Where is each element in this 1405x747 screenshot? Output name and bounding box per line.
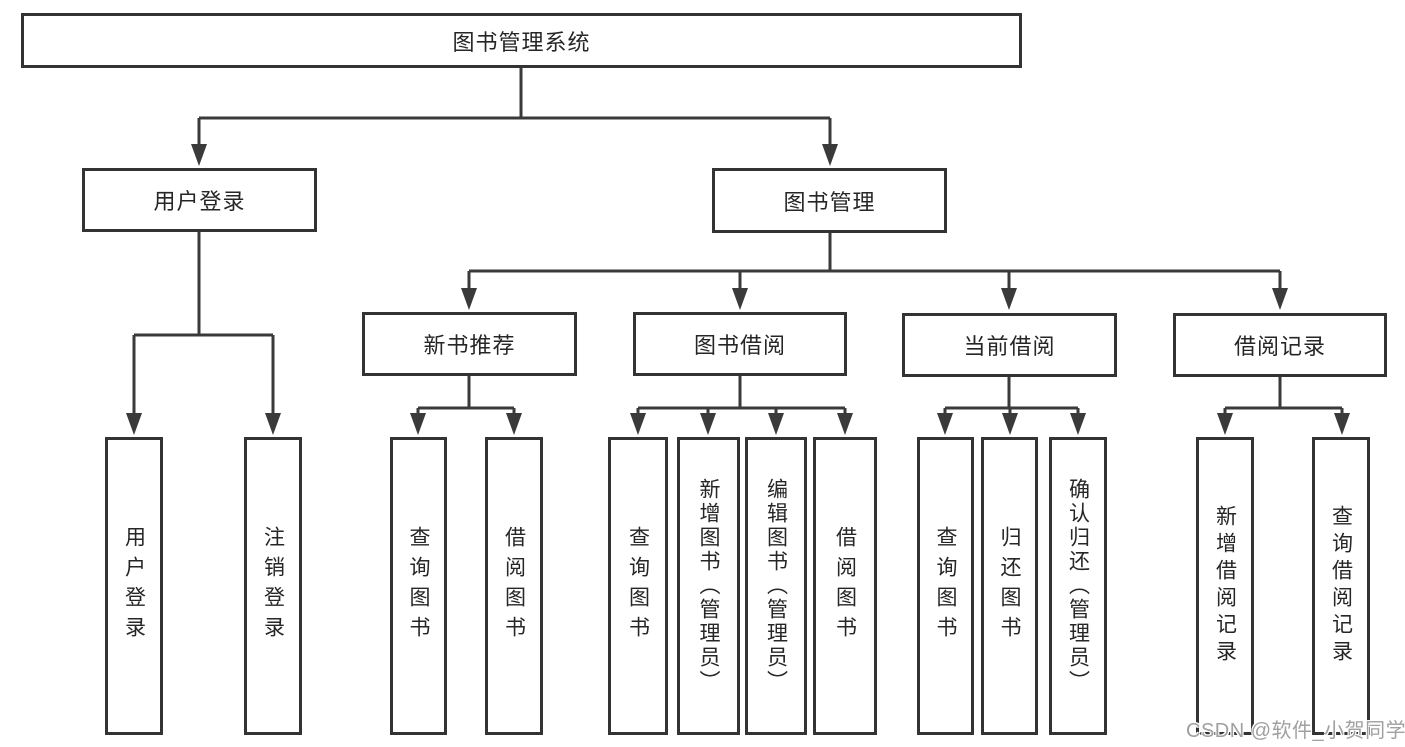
connector-borrow-records (1223, 377, 1344, 420)
arrow-icon (630, 413, 646, 435)
leaf-add-borrow-record: 新增借阅记录 (1196, 437, 1254, 735)
leaf-borrow-books: 借阅图书 (813, 437, 877, 735)
leaf-search-books-current: 查询图书 (917, 437, 974, 735)
node-library-system: 图书管理系统 (21, 13, 1022, 68)
leaf-search-books-borrowing: 查询图书 (608, 437, 668, 735)
connector-root (197, 68, 832, 150)
arrow-icon (1070, 413, 1086, 435)
node-book-borrowing: 图书借阅 (633, 312, 847, 376)
node-user-login: 用户登录 (82, 168, 317, 232)
leaf-user-login: 用户登录 (105, 437, 163, 735)
leaf-confirm-return-admin: 确认归还（管理员） (1049, 437, 1107, 735)
arrow-icon (461, 288, 477, 310)
arrow-icon (768, 413, 784, 435)
connector-book-borrow (636, 376, 847, 420)
csdn-watermark: CSDN @软件_小贺同学 (1186, 720, 1405, 742)
arrow-icon (1002, 413, 1018, 435)
arrow-icon (265, 413, 281, 435)
leaf-edit-book-admin: 编辑图书（管理员） (745, 437, 807, 735)
arrow-icon (126, 413, 142, 435)
leaf-search-borrow-record: 查询借阅记录 (1312, 437, 1370, 735)
arrow-icon (1001, 288, 1017, 310)
arrow-icon (410, 413, 426, 435)
arrow-icon (732, 288, 748, 310)
connector-new-book (416, 376, 516, 420)
node-current-borrowing: 当前借阅 (902, 313, 1117, 377)
arrow-icon (700, 413, 716, 435)
node-book-management: 图书管理 (712, 168, 947, 233)
leaf-logout: 注销登录 (244, 437, 302, 735)
leaf-borrow-books-recommend: 借阅图书 (485, 437, 543, 735)
arrow-icon (1334, 413, 1350, 435)
arrow-icon (506, 413, 522, 435)
node-new-book-recommend: 新书推荐 (362, 312, 577, 376)
leaf-search-books-recommend: 查询图书 (390, 437, 447, 735)
leaf-add-book-admin: 新增图书（管理员） (677, 437, 740, 735)
connector-user-login (132, 232, 275, 420)
arrow-icon (191, 144, 207, 166)
arrow-icon (822, 144, 838, 166)
node-borrow-records: 借阅记录 (1173, 313, 1387, 377)
arrow-icon (1272, 288, 1288, 310)
arrow-icon (937, 413, 953, 435)
arrow-icon (837, 413, 853, 435)
arrowheads (126, 144, 1350, 435)
arrow-icon (1217, 413, 1233, 435)
leaf-return-books: 归还图书 (981, 437, 1038, 735)
connector-book-management (467, 233, 1282, 295)
